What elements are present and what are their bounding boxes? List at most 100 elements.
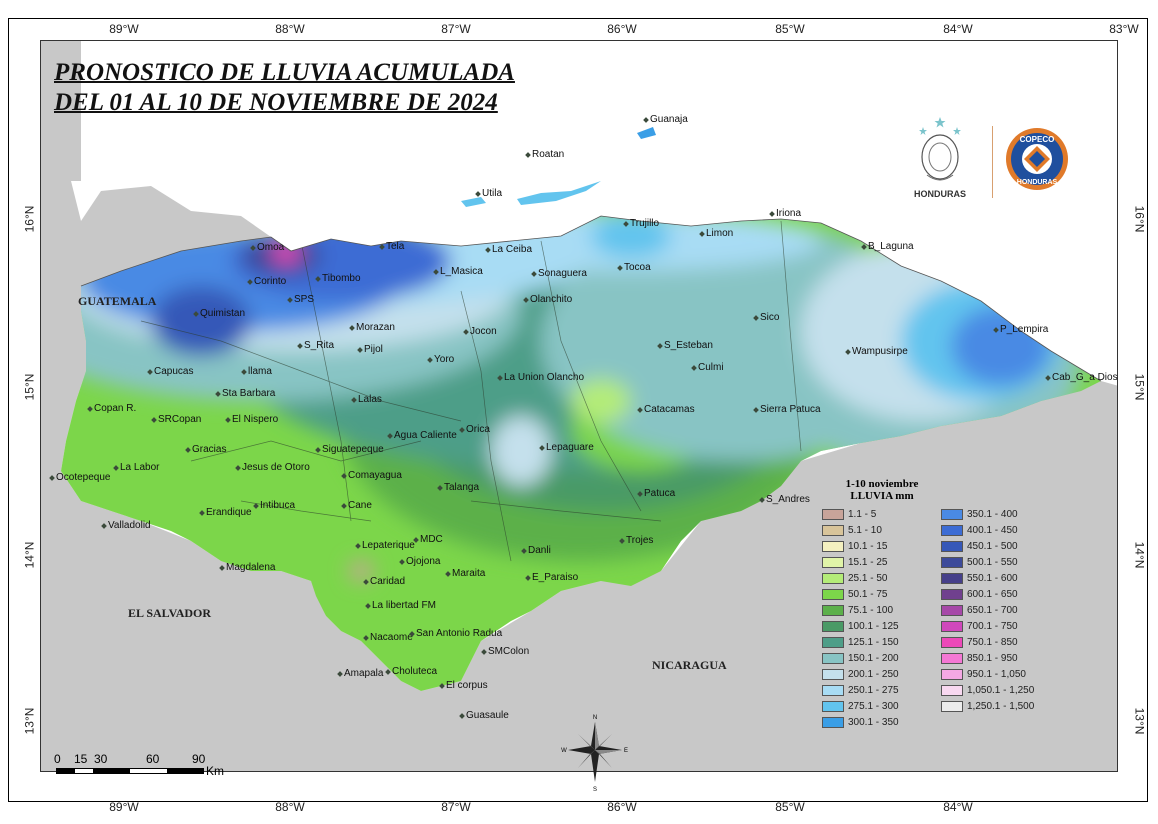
- lon-label: 87°W: [441, 800, 471, 814]
- scale-tick: 15: [74, 752, 88, 766]
- place-label: Capucas: [154, 366, 194, 377]
- legend-item: 300.1 - 350: [822, 716, 937, 729]
- island-label: Roatan: [532, 149, 565, 160]
- place-label: Choluteca: [392, 666, 438, 677]
- copeco-logo: COPECO HONDURAS: [1004, 126, 1070, 192]
- legend-label: 650.1 - 700: [967, 605, 1018, 616]
- place-label: Limon: [706, 228, 734, 239]
- place-label: Tocoa: [624, 262, 651, 273]
- legend-item: 350.1 - 400: [941, 508, 1056, 521]
- legend-item: 10.1 - 15: [822, 540, 937, 553]
- place-label: La Ceiba: [492, 244, 533, 255]
- lat-label: 16°N: [22, 205, 37, 233]
- legend-item: 700.1 - 750: [941, 620, 1056, 633]
- place-label: Siguatepeque: [322, 444, 384, 455]
- copeco-emblem-icon: COPECO HONDURAS: [1006, 128, 1068, 190]
- legend-swatch: [822, 573, 844, 584]
- honduras-logo: HONDURAS: [905, 115, 975, 205]
- legend-swatch: [822, 557, 844, 568]
- legend-item: 1,050.1 - 1,250: [941, 684, 1056, 697]
- country-label-el-salvador: EL SALVADOR: [128, 606, 212, 620]
- island-label: Guanaja: [650, 114, 688, 125]
- place-label: San Antonio Radua: [416, 628, 503, 639]
- legend-title-units: LLUVIA mm: [850, 490, 914, 502]
- north-arrow: N S W E: [560, 710, 630, 793]
- map-canvas[interactable]: [40, 40, 1118, 772]
- legend-item: 250.1 - 275: [822, 684, 937, 697]
- lon-label: 87°W: [441, 22, 471, 36]
- legend-item: 125.1 - 150: [822, 636, 937, 649]
- title-line-1: PRONOSTICO DE LLUVIA ACUMULADA: [54, 59, 515, 86]
- legend-label: 350.1 - 400: [967, 509, 1018, 520]
- place-label: Pijol: [364, 344, 383, 355]
- place-label: Agua Caliente: [394, 430, 457, 441]
- place-label: SPS: [294, 294, 315, 305]
- legend-label: 1.1 - 5: [848, 509, 877, 520]
- legend-item: [941, 716, 1056, 729]
- place-label: Magdalena: [226, 562, 276, 573]
- place-label: MDC: [420, 534, 443, 545]
- place-label: Patuca: [644, 488, 676, 499]
- country-label-nicaragua: NICARAGUA: [652, 658, 727, 672]
- legend-item: 200.1 - 250: [822, 668, 937, 681]
- legend-label: 600.1 - 650: [967, 589, 1018, 600]
- place-label: La Union Olancho: [504, 372, 585, 383]
- lon-label: 84°W: [943, 22, 973, 36]
- place-label: P_Lempira: [1000, 324, 1049, 335]
- place-label: Olanchito: [530, 294, 573, 305]
- legend-swatch: [941, 701, 963, 712]
- place-label: Sico: [760, 312, 780, 323]
- scale-graphic: [56, 768, 204, 774]
- place-label: Jocon: [470, 326, 497, 337]
- legend-item: 5.1 - 10: [822, 524, 937, 537]
- place-label: Lepaguare: [546, 442, 594, 453]
- copeco-top-text: COPECO: [1020, 135, 1055, 144]
- lon-label: 86°W: [607, 800, 637, 814]
- legend-label: 450.1 - 500: [967, 541, 1018, 552]
- legend-item: 275.1 - 300: [822, 700, 937, 713]
- legend-label: 1,050.1 - 1,250: [967, 685, 1035, 696]
- legend-item: 450.1 - 500: [941, 540, 1056, 553]
- legend-label: 200.1 - 250: [848, 669, 899, 680]
- legend-swatch: [822, 621, 844, 632]
- legend-label: 15.1 - 25: [848, 557, 888, 568]
- legend-item: 400.1 - 450: [941, 524, 1056, 537]
- legend-swatch: [941, 525, 963, 536]
- legend-swatch: [941, 557, 963, 568]
- place-label: Lepaterique: [362, 540, 415, 551]
- place-label: S_Esteban: [664, 340, 713, 351]
- legend-grid: 1.1 - 5 350.1 - 400 5.1 - 10 400.1 - 450 10.…: [822, 508, 1054, 729]
- legend-item: 500.1 - 550: [941, 556, 1056, 569]
- compass-s: S: [593, 787, 597, 793]
- legend-label: 50.1 - 75: [848, 589, 888, 600]
- legend-label: 250.1 - 275: [848, 685, 899, 696]
- legend-item: 1.1 - 5: [822, 508, 937, 521]
- place-label: Quimistan: [200, 308, 246, 319]
- legend-swatch: [941, 653, 963, 664]
- legend-item: 850.1 - 950: [941, 652, 1056, 665]
- legend-label: 25.1 - 50: [848, 573, 888, 584]
- lon-label: 89°W: [109, 22, 139, 36]
- place-label: Guasaule: [466, 710, 509, 721]
- place-label: SMColon: [488, 646, 530, 657]
- place-label: Cab_G_a Dios: [1052, 372, 1118, 383]
- place-label: Morazan: [356, 322, 395, 333]
- logo-divider: [992, 126, 993, 198]
- scale-tick: 30: [94, 752, 108, 766]
- lat-label: 14°N: [1132, 541, 1147, 569]
- honduras-logo-text: HONDURAS: [913, 189, 966, 199]
- legend-item: 950.1 - 1,050: [941, 668, 1056, 681]
- copeco-bottom-text: HONDURAS: [1017, 179, 1058, 186]
- lon-label: 83°W: [1109, 22, 1139, 36]
- place-label: Amapala: [344, 668, 384, 679]
- legend-label: 700.1 - 750: [967, 621, 1018, 632]
- legend-swatch: [941, 669, 963, 680]
- legend-swatch: [941, 637, 963, 648]
- compass-n: N: [593, 715, 597, 721]
- legend-swatch: [822, 653, 844, 664]
- place-label: Caridad: [370, 576, 406, 587]
- place-label: El Nispero: [232, 414, 279, 425]
- legend-swatch: [822, 525, 844, 536]
- compass-rose-icon: N S W E: [561, 715, 628, 793]
